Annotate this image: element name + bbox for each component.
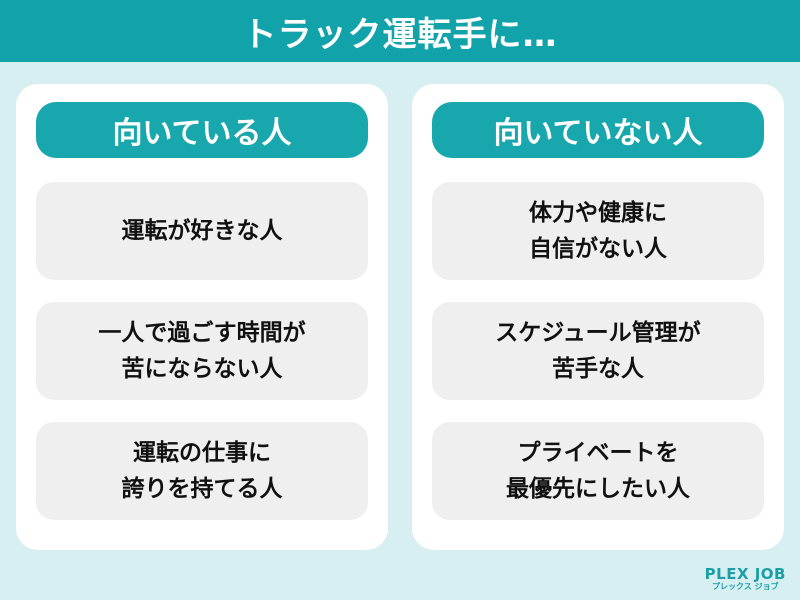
page-title: トラック運転手に… xyxy=(242,14,558,55)
unsuited-item-text: 体力や健康に 自信がない人 xyxy=(529,200,667,262)
unsuited-panel: 向いていない人 体力や健康に 自信がない人 スケジュール管理が 苦手な人 プライ… xyxy=(412,84,784,550)
suited-item-text: 運転が好きな人 xyxy=(121,218,283,244)
suited-item: 一人で過ごす時間が 苦にならない人 xyxy=(36,302,368,400)
unsuited-item-text: プライベートを 最優先にしたい人 xyxy=(506,440,690,502)
unsuited-item: スケジュール管理が 苦手な人 xyxy=(432,302,764,400)
unsuited-heading: 向いていない人 xyxy=(432,102,764,158)
logo-sub-text: プレックス ジョブ xyxy=(712,582,779,591)
page-header: トラック運転手に… xyxy=(0,0,800,62)
unsuited-item-text: スケジュール管理が 苦手な人 xyxy=(495,320,701,382)
suited-item: 運転が好きな人 xyxy=(36,182,368,280)
plexjob-logo: PLEX JOB プレックス ジョブ xyxy=(705,566,786,592)
suited-item-text: 一人で過ごす時間が 苦にならない人 xyxy=(98,320,306,382)
suited-panel: 向いている人 運転が好きな人 一人で過ごす時間が 苦にならない人 運転の仕事に … xyxy=(16,84,388,550)
unsuited-item: プライベートを 最優先にしたい人 xyxy=(432,422,764,520)
unsuited-item: 体力や健康に 自信がない人 xyxy=(432,182,764,280)
logo-main-text: PLEX JOB xyxy=(704,565,786,583)
suited-heading: 向いている人 xyxy=(36,102,368,158)
suited-item-text: 運転の仕事に 誇りを持てる人 xyxy=(121,440,283,502)
suited-item: 運転の仕事に 誇りを持てる人 xyxy=(36,422,368,520)
